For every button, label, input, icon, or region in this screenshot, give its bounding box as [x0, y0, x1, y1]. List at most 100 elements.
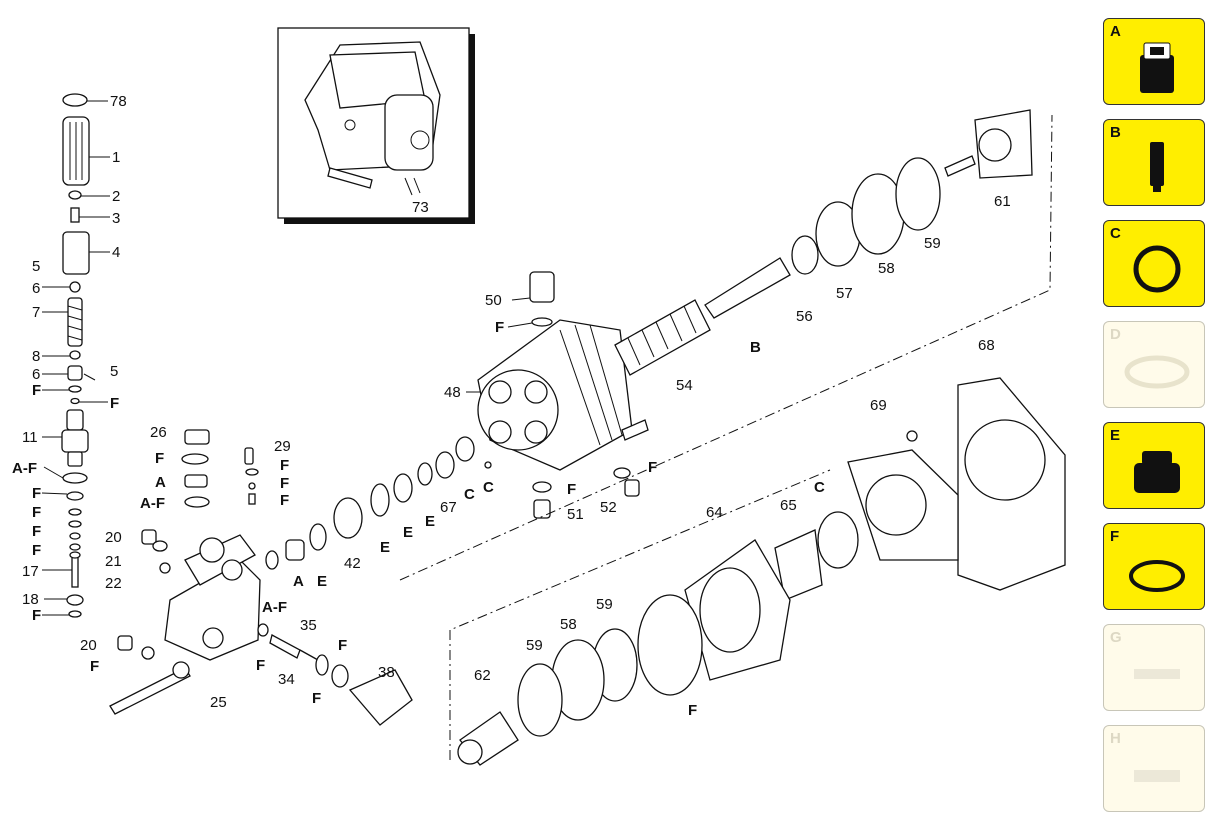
callout-f-13: F [312, 690, 321, 707]
callout-c-2: C [483, 479, 494, 496]
callout-20-bottom: 20 [80, 637, 97, 654]
callout-f-16: F [648, 459, 657, 476]
kit-g-button[interactable]: G [1103, 624, 1205, 711]
callout-6-bottom: 6 [32, 366, 40, 383]
manifold-parts [109, 429, 492, 726]
callout-a-f-2: A-F [140, 495, 165, 512]
callout-67: 67 [440, 499, 457, 516]
callout-48: 48 [444, 384, 461, 401]
callout-1: 1 [112, 149, 120, 166]
callout-11: 11 [22, 429, 38, 446]
callout-3: 3 [112, 210, 120, 227]
piston-icon [1150, 142, 1164, 192]
pump-head-48 [477, 271, 649, 519]
callout-f-9: F [280, 475, 289, 492]
callout-61: 61 [994, 193, 1011, 210]
callout-68: 68 [978, 337, 995, 354]
callout-f-7: F [155, 450, 164, 467]
callout-42: 42 [344, 555, 361, 572]
callout-17: 17 [22, 563, 39, 580]
callout-6-top: 6 [32, 280, 40, 297]
callout-a-f-3: A-F [262, 599, 287, 616]
kit-b-letter: B [1110, 124, 1121, 141]
regulator-parts [61, 93, 96, 618]
kit-c-letter: C [1110, 225, 1121, 242]
callout-52: 52 [600, 499, 617, 516]
callout-56: 56 [796, 308, 813, 325]
callout-e-3: E [403, 524, 413, 541]
kit-h-button[interactable]: H [1103, 725, 1205, 812]
kit-e-button[interactable]: E [1103, 422, 1205, 509]
callout-34: 34 [278, 671, 295, 688]
lower-assembly [399, 114, 1066, 766]
callout-c-3: C [814, 479, 825, 496]
callout-e-1: E [317, 573, 327, 590]
callout-f-17: F [688, 702, 697, 719]
callout-a-f-1: A-F [12, 460, 37, 477]
callout-51: 51 [567, 506, 584, 523]
callout-f-b: F [110, 395, 119, 412]
callout-f-14: F [495, 319, 504, 336]
kit-g-letter: G [1110, 629, 1122, 646]
callout-73: 73 [412, 199, 429, 216]
callout-f-8: F [280, 457, 289, 474]
callout-e-2: E [380, 539, 390, 556]
kit-f-button[interactable]: F [1103, 523, 1205, 610]
o-ring-icon [1129, 560, 1185, 592]
plate-icon [1134, 770, 1180, 782]
callout-58-bottom: 58 [560, 616, 577, 633]
kit-a-button[interactable]: A [1103, 18, 1205, 105]
callout-f-a: F [32, 382, 41, 399]
callout-22: 22 [105, 575, 122, 592]
kit-h-letter: H [1110, 730, 1121, 747]
callout-62: 62 [474, 667, 491, 684]
callout-50: 50 [485, 292, 502, 309]
kit-panel: A B C D E F [1103, 18, 1207, 826]
callout-64: 64 [706, 504, 723, 521]
callout-54: 54 [676, 377, 693, 394]
callout-21: 21 [105, 553, 122, 570]
packing-icon [1134, 451, 1180, 493]
kit-e-letter: E [1110, 427, 1121, 444]
callout-25: 25 [210, 694, 227, 711]
callout-65: 65 [780, 497, 797, 514]
callout-f-10: F [280, 492, 289, 509]
callout-59-top: 59 [924, 235, 941, 252]
callout-69: 69 [870, 397, 887, 414]
callout-e-4: E [425, 513, 435, 530]
callout-f-5: F [32, 607, 41, 624]
kit-d-button[interactable]: D [1103, 321, 1205, 408]
callout-18: 18 [22, 591, 39, 608]
callout-59-bottom: 59 [526, 637, 543, 654]
callout-5-bottom: 5 [110, 363, 118, 380]
callout-29: 29 [274, 438, 291, 455]
callout-f-6: F [90, 658, 99, 675]
callout-38: 38 [378, 664, 395, 681]
callout-c-1: C [464, 486, 475, 503]
gasket-icon [1124, 355, 1190, 389]
callout-4: 4 [112, 244, 120, 261]
kit-d-letter: D [1110, 326, 1121, 343]
callout-57: 57 [836, 285, 853, 302]
kit-c-button[interactable]: C [1103, 220, 1205, 307]
seal-ring-icon [1133, 245, 1181, 293]
callout-f-12: F [338, 637, 347, 654]
callout-a-1: A [155, 474, 166, 491]
kit-a-letter: A [1110, 23, 1121, 40]
callout-2: 2 [112, 188, 120, 205]
leader-lines [41, 100, 533, 616]
callout-8: 8 [32, 348, 40, 365]
callout-f-1: F [32, 485, 41, 502]
callout-35: 35 [300, 617, 317, 634]
callout-b: B [750, 339, 761, 356]
callout-78: 78 [110, 93, 127, 110]
callout-58-top: 58 [878, 260, 895, 277]
plate-icon [1134, 669, 1180, 679]
callout-7: 7 [32, 304, 40, 321]
kit-f-letter: F [1110, 528, 1120, 545]
callout-f-15: F [567, 481, 576, 498]
callout-f-2: F [32, 504, 41, 521]
kit-b-button[interactable]: B [1103, 119, 1205, 206]
callout-59-mid: 59 [596, 596, 613, 613]
callout-a-2: A [293, 573, 304, 590]
